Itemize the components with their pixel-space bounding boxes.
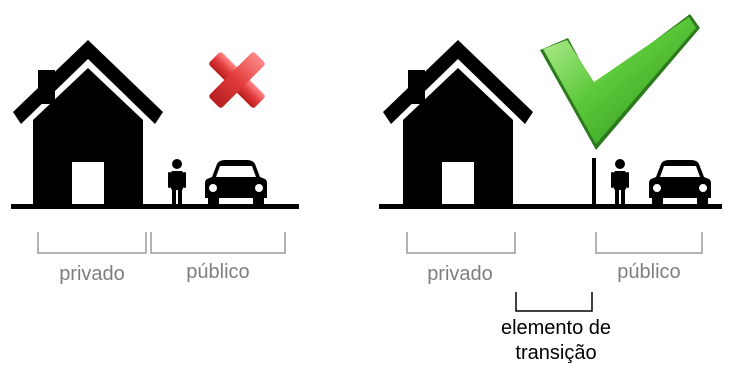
car-icon	[649, 160, 711, 205]
private-label: privado	[427, 263, 493, 285]
transition-label-line2: transição	[515, 342, 596, 364]
private-bracket	[37, 232, 147, 254]
transition-bracket	[515, 292, 593, 312]
public-bracket	[595, 232, 703, 254]
right-panel: privado público elemento de transição	[379, 14, 722, 364]
person-icon	[611, 159, 629, 205]
left-panel: privado público	[11, 40, 299, 285]
cross-icon	[209, 52, 265, 108]
public-bracket	[150, 232, 286, 254]
private-label: privado	[59, 263, 125, 285]
private-bracket	[406, 232, 516, 254]
public-label: público	[617, 261, 680, 283]
ground-line	[11, 204, 299, 209]
public-label: público	[186, 261, 249, 283]
car-icon	[205, 160, 267, 205]
transition-label-line1: elemento de	[501, 317, 611, 339]
check-icon	[540, 14, 700, 150]
house-icon	[383, 40, 533, 204]
ground-line	[379, 204, 722, 209]
transition-fence-post	[592, 158, 596, 206]
person-icon	[168, 159, 186, 205]
house-icon	[13, 40, 163, 204]
